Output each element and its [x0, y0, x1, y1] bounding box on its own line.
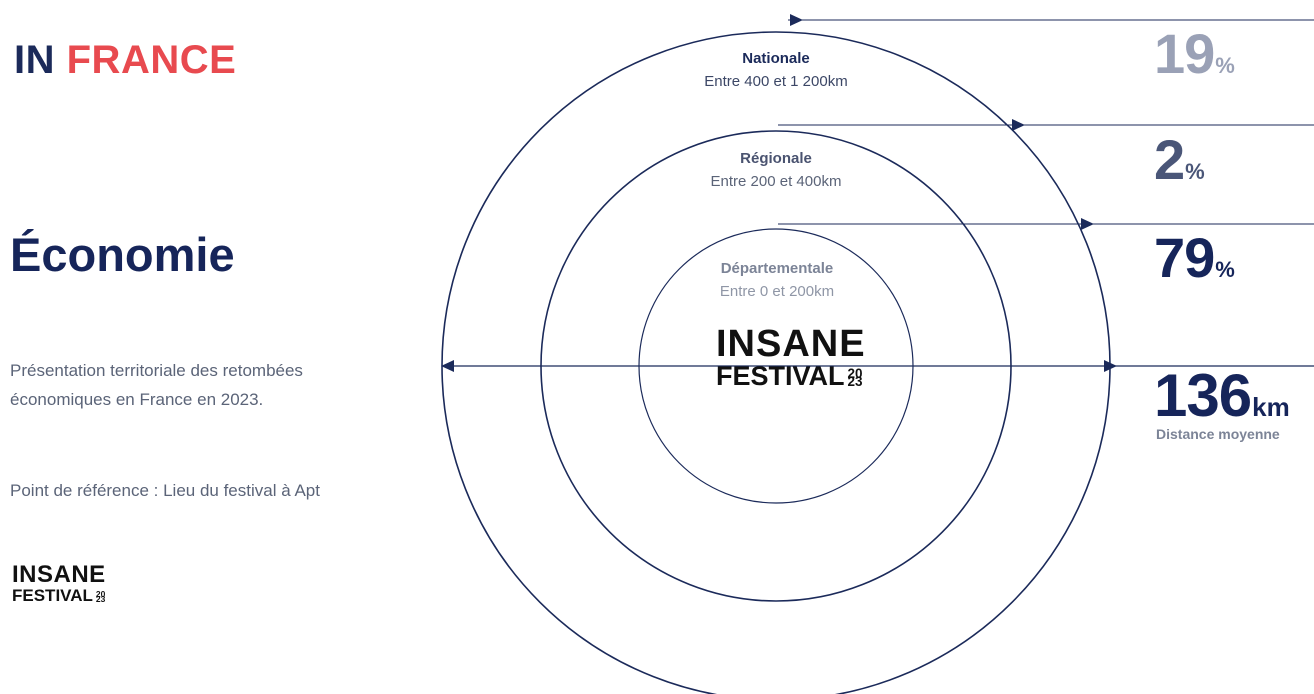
label-regional-range: Entre 200 et 400km [710, 173, 842, 190]
stat-departmental-value: 79 [1154, 226, 1215, 289]
label-national-name: Nationale [742, 50, 810, 67]
section-title: IN FRANCE [14, 36, 236, 84]
label-national: Nationale Entre 400 et 1 200km [656, 48, 896, 94]
description-text: Présentation territoriale des retombées … [10, 361, 303, 409]
stat-regional-unit: % [1185, 159, 1205, 184]
logo-year-top: 20 [95, 588, 106, 599]
label-departmental-name: Départementale [720, 260, 834, 277]
stat-national: 19% [1154, 26, 1235, 82]
arrow-left-diameter [441, 360, 454, 372]
stat-departmental: 79% [1154, 230, 1235, 286]
stat-average-distance-unit: km [1252, 392, 1290, 422]
label-departmental-range: Entre 0 et 200km [719, 283, 835, 300]
arrow-national [790, 14, 803, 26]
logo-center-year-bottom: 23 [847, 373, 863, 389]
stat-average-distance: 136km [1154, 366, 1290, 426]
label-regional-name: Régionale [740, 150, 812, 167]
title-france: FRANCE [66, 38, 237, 82]
arrow-departmental [1081, 218, 1094, 230]
arrow-regional [1012, 119, 1025, 131]
logo-year-bottom: 23 [95, 593, 106, 604]
label-national-range: Entre 400 et 1 200km [704, 73, 848, 90]
label-departmental: Départementale Entre 0 et 200km [657, 258, 897, 304]
page-heading: Économie [10, 228, 235, 281]
logo-center-festival-text: FESTIVAL [716, 361, 845, 391]
arrow-right-diameter [1104, 360, 1117, 372]
stat-regional-value: 2 [1154, 128, 1185, 191]
label-regional: Régionale Entre 200 et 400km [656, 148, 896, 194]
stat-departmental-unit: % [1215, 257, 1235, 282]
logo-festival-text: FESTIVAL [12, 586, 93, 605]
logo-center-line-insane: INSANE [716, 323, 866, 365]
reference-text: Point de référence : Lieu du festival à … [10, 481, 320, 500]
stat-average-distance-value: 136 [1154, 362, 1252, 429]
logo-line-insane: INSANE [12, 561, 106, 588]
title-in: IN [14, 38, 55, 82]
average-distance-caption: Distance moyenne [1156, 426, 1280, 442]
stat-national-unit: % [1215, 53, 1235, 78]
stat-national-value: 19 [1154, 22, 1215, 85]
stat-regional: 2% [1154, 132, 1205, 188]
